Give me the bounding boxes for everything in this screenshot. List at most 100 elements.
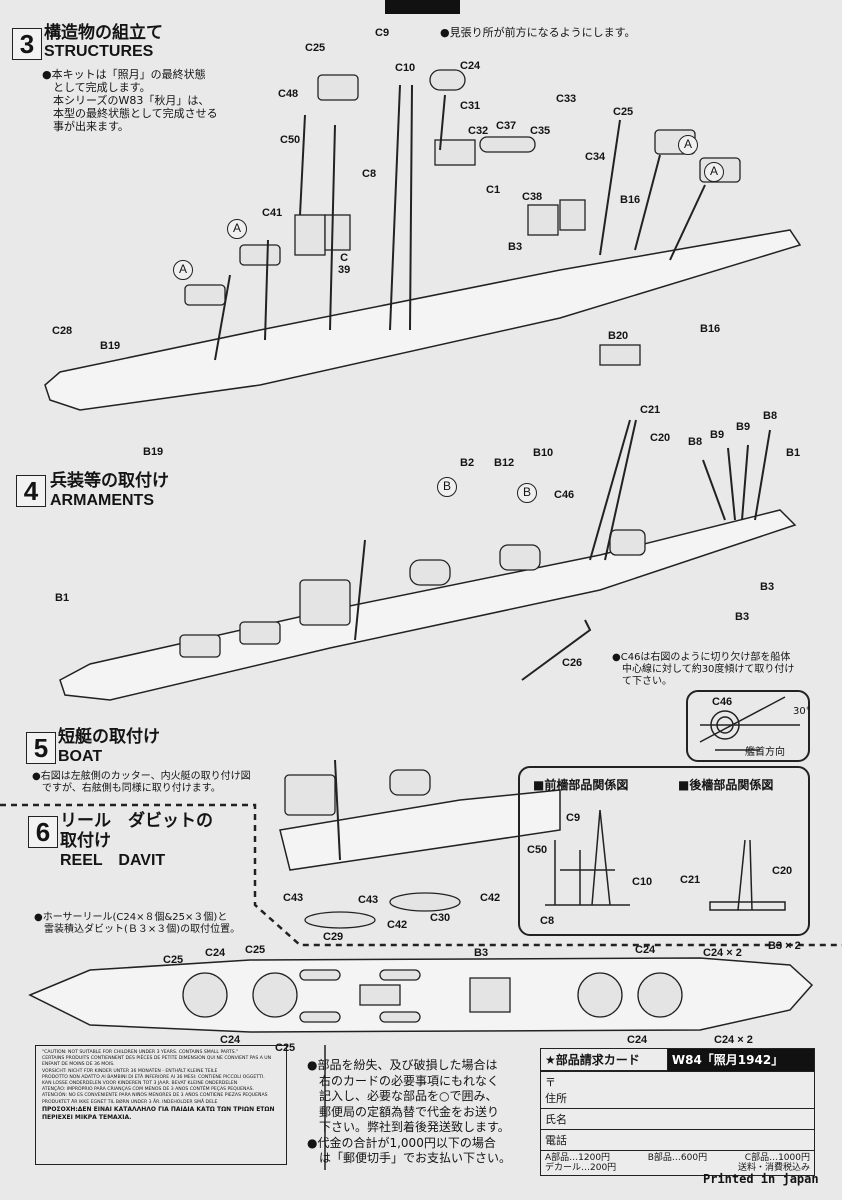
part-label: C 39 <box>338 252 351 276</box>
part-label: C35 <box>530 125 551 137</box>
part-label: B9 <box>710 429 725 441</box>
postal-mark: 〒 <box>545 1076 556 1089</box>
price-c: C部品…1000円 <box>744 1153 810 1163</box>
caution-line: VORSICHT: NICHT FÜR KINDER UNTER 36 MONA… <box>42 1068 218 1074</box>
card-title: ★部品請求カード <box>540 1048 668 1072</box>
part-label: C21 <box>680 874 701 886</box>
printed-in-footer: Printed in japan <box>703 1172 819 1186</box>
caution-box: "CAUTION: NOT SUITABLE FOR CHILDREN UNDE… <box>35 1045 287 1165</box>
part-label: C21 <box>640 404 661 416</box>
sub-assembly-b-marker: B <box>517 483 537 503</box>
c46-angle-diagram <box>686 690 810 762</box>
c46-note: ●C46は右図のように切り欠け部を船体 中心線に対して約30度傾けて取り付け て… <box>612 652 795 687</box>
part-label: B12 <box>494 457 515 469</box>
parts-order-note: ●部品を紛失、及び破損した場合は 右のカードの必要事項にもれなく 記入し、必要な… <box>307 1058 512 1165</box>
step-4-title-en: ARMAMENTS <box>50 492 154 509</box>
phone-field[interactable]: 電話 <box>540 1129 815 1151</box>
part-label: C43 <box>358 894 379 906</box>
mast-relation-diagram <box>518 766 810 936</box>
part-label: C25 <box>245 944 266 956</box>
logo-fragment <box>385 0 460 14</box>
step-6-title-jp-2: 取付け <box>60 831 111 851</box>
part-label: B19 <box>100 340 121 352</box>
step-6-number: 6 <box>28 816 58 848</box>
part-label: C42 <box>387 919 408 931</box>
step-5-title-en: BOAT <box>58 748 103 765</box>
step-6-title-en: REEL DAVIT <box>60 852 166 869</box>
part-label: C41 <box>262 207 283 219</box>
step-5-note: ●右図は左舷側のカッター、内火艇の取り付け図 ですが、右舷側も同様に取り付けます… <box>32 771 251 794</box>
part-label: B3 <box>735 611 750 623</box>
part-label: C26 <box>562 657 583 669</box>
part-label: C34 <box>585 151 606 163</box>
part-label: C28 <box>52 325 73 337</box>
sub-assembly-b-marker: B <box>437 477 457 497</box>
sub-assembly-a-marker: A <box>227 219 247 239</box>
part-label: B1 <box>786 447 801 459</box>
part-label: B3 × 2 <box>768 940 801 952</box>
part-label: C33 <box>556 93 577 105</box>
part-label: C8 <box>362 168 377 180</box>
step-5-number: 5 <box>26 732 56 764</box>
part-label: B3 <box>474 947 489 959</box>
step-3-number: 3 <box>12 28 42 60</box>
part-label: C24 <box>635 944 656 956</box>
caution-line: CERTAINS PRODUITS CONTIENNENT DES PIÈCES… <box>42 1056 272 1068</box>
part-label: C8 <box>540 915 555 927</box>
c46-label: C46 <box>712 696 733 708</box>
caution-line: ATENÇÃO: IMPRÓPRIO PARA CRIANÇAS COM MEN… <box>42 1087 255 1093</box>
part-label: C46 <box>554 489 575 501</box>
part-label: B8 <box>763 410 778 422</box>
hull-step3 <box>44 229 802 411</box>
sub-assembly-a-marker: A <box>704 162 724 182</box>
part-label: B3 <box>508 241 523 253</box>
aft-mast-title: ■後檣部品関係図 <box>678 778 774 792</box>
card-product: W84「照月1942」 <box>666 1048 816 1072</box>
part-label: C24 × 2 <box>703 947 742 959</box>
part-label: C1 <box>486 184 501 196</box>
part-label: C38 <box>522 191 543 203</box>
angle-label: 30° <box>793 706 811 717</box>
part-label: C25 <box>305 42 326 54</box>
step-6-title-jp-1: リール ダビットの <box>60 811 213 831</box>
part-label: C42 <box>480 892 501 904</box>
part-label: C43 <box>283 892 304 904</box>
caution-line: "CAUTION: NOT SUITABLE FOR CHILDREN UNDE… <box>42 1050 239 1055</box>
part-label: C29 <box>323 931 344 943</box>
name-field[interactable]: 氏名 <box>540 1108 815 1130</box>
part-label: B16 <box>700 323 721 335</box>
hull-top-view <box>28 957 814 1033</box>
part-label: C37 <box>496 120 517 132</box>
step-5-title-jp: 短艇の取付け <box>58 727 160 747</box>
part-label: C30 <box>430 912 451 924</box>
address-field[interactable]: 住所 <box>545 1092 567 1105</box>
part-label: B16 <box>620 194 641 206</box>
part-label: B10 <box>533 447 554 459</box>
caution-line: ATENCIÓN: NO ES CONVENIENTE PARA NIÑOS M… <box>42 1093 268 1099</box>
caution-line: ΠΡΟΣΟΧΗ:ΔΕΝ ΕΙΝΑΙ ΚΑΤΑΛΛΗΛΟ ΓΙΑ ΠΑΙΔΙΑ Κ… <box>42 1105 275 1121</box>
price-b: B部品…600円 <box>647 1153 708 1163</box>
part-label: C24 <box>460 60 481 72</box>
part-label: C24 <box>205 947 226 959</box>
price-decal: デカール…200円 <box>545 1163 617 1173</box>
mast-aft <box>589 419 637 561</box>
part-label: B9 <box>736 421 751 433</box>
caution-line: KAN LOSSE ONDERDELEN VOOR KINDEREN TOT 3… <box>42 1081 238 1087</box>
lookout-note: ●見張り所が前方になるようにします。 <box>440 26 636 39</box>
part-label: B1 <box>55 592 70 604</box>
part-label: C10 <box>395 62 416 74</box>
shipping-note: 送料・消費税込み <box>737 1163 810 1173</box>
part-label: C25 <box>163 954 184 966</box>
hull-step6 <box>279 789 561 871</box>
part-label: B3 <box>760 581 775 593</box>
fore-mast-title: ■前檣部品関係図 <box>533 778 629 792</box>
part-label: C50 <box>280 134 301 146</box>
part-label: C25 <box>613 106 634 118</box>
caution-line: PRODOTTO NON ADATTO AI BAMBINI DI ETÀ IN… <box>42 1074 265 1080</box>
bow-direction-label: 艦首方向 <box>745 747 785 758</box>
part-label: C24 × 2 <box>714 1034 753 1046</box>
step-3-title-jp: 構造物の組立て <box>44 23 163 43</box>
part-label: B20 <box>608 330 629 342</box>
sub-assembly-a-marker: A <box>678 135 698 155</box>
